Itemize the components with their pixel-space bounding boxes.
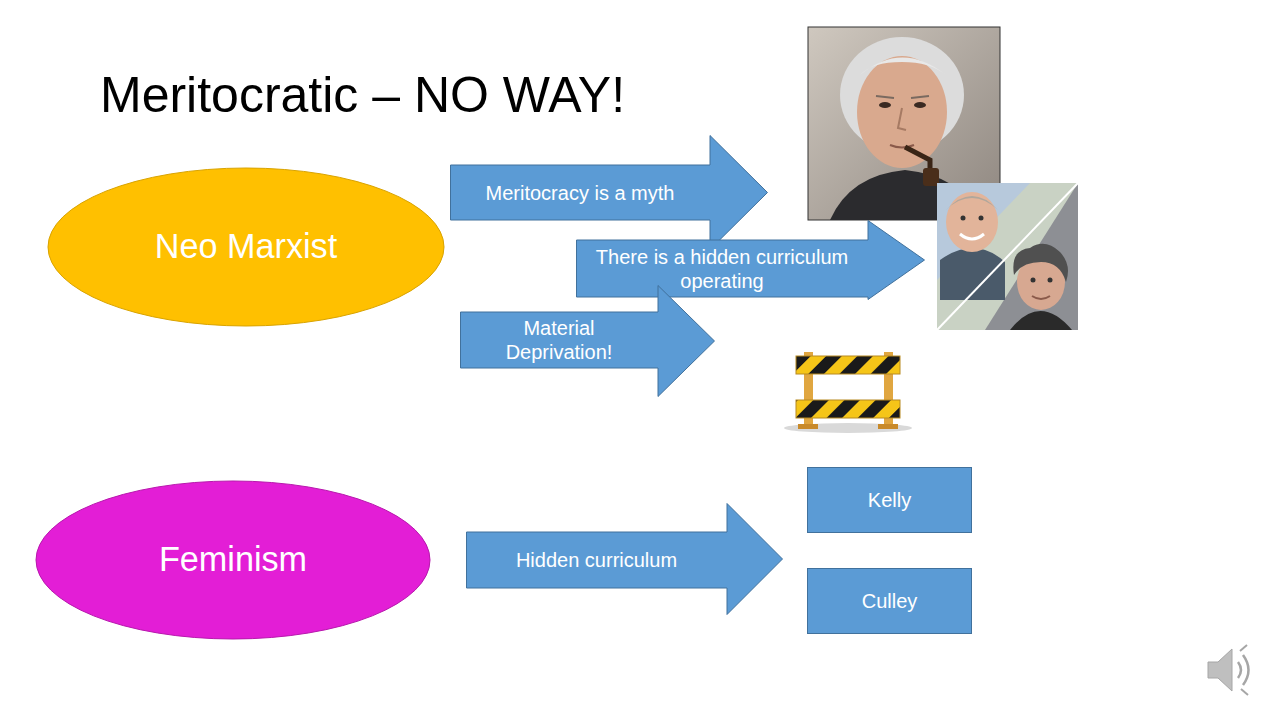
barrier-icon <box>784 352 912 433</box>
block-arrow: There is a hidden curriculum operating <box>576 220 925 300</box>
category-ellipse: Feminism <box>35 480 431 640</box>
slide-title: Meritocratic – NO WAY! <box>100 66 625 124</box>
ellipse-outline <box>48 168 444 326</box>
box-outline <box>808 468 972 533</box>
theorist-box: Culley <box>807 568 972 634</box>
theorist-box: Kelly <box>807 467 972 533</box>
block-arrow: Meritocracy is a myth <box>450 135 768 250</box>
box-outline <box>808 569 972 634</box>
node-label: Feminism <box>35 539 431 580</box>
node-label: Culley <box>807 589 972 613</box>
node-label: Material Deprivation! <box>460 316 658 364</box>
arrow-outline <box>451 136 768 250</box>
category-ellipse: Neo Marxist <box>47 167 445 327</box>
arrow-outline <box>467 504 783 615</box>
node-label: Meritocracy is a myth <box>450 181 710 205</box>
node-label: Hidden curriculum <box>466 548 727 572</box>
ellipse-outline <box>36 481 430 639</box>
portrait-photo <box>937 183 1078 330</box>
arrow-outline <box>461 286 715 397</box>
block-arrow: Hidden curriculum <box>466 503 783 615</box>
node-label: There is a hidden curriculum operating <box>576 245 868 293</box>
speaker-icon <box>1208 645 1249 695</box>
arrow-outline <box>577 221 925 300</box>
node-label: Kelly <box>807 488 972 512</box>
node-label: Neo Marxist <box>47 226 445 267</box>
block-arrow: Material Deprivation! <box>460 285 715 397</box>
